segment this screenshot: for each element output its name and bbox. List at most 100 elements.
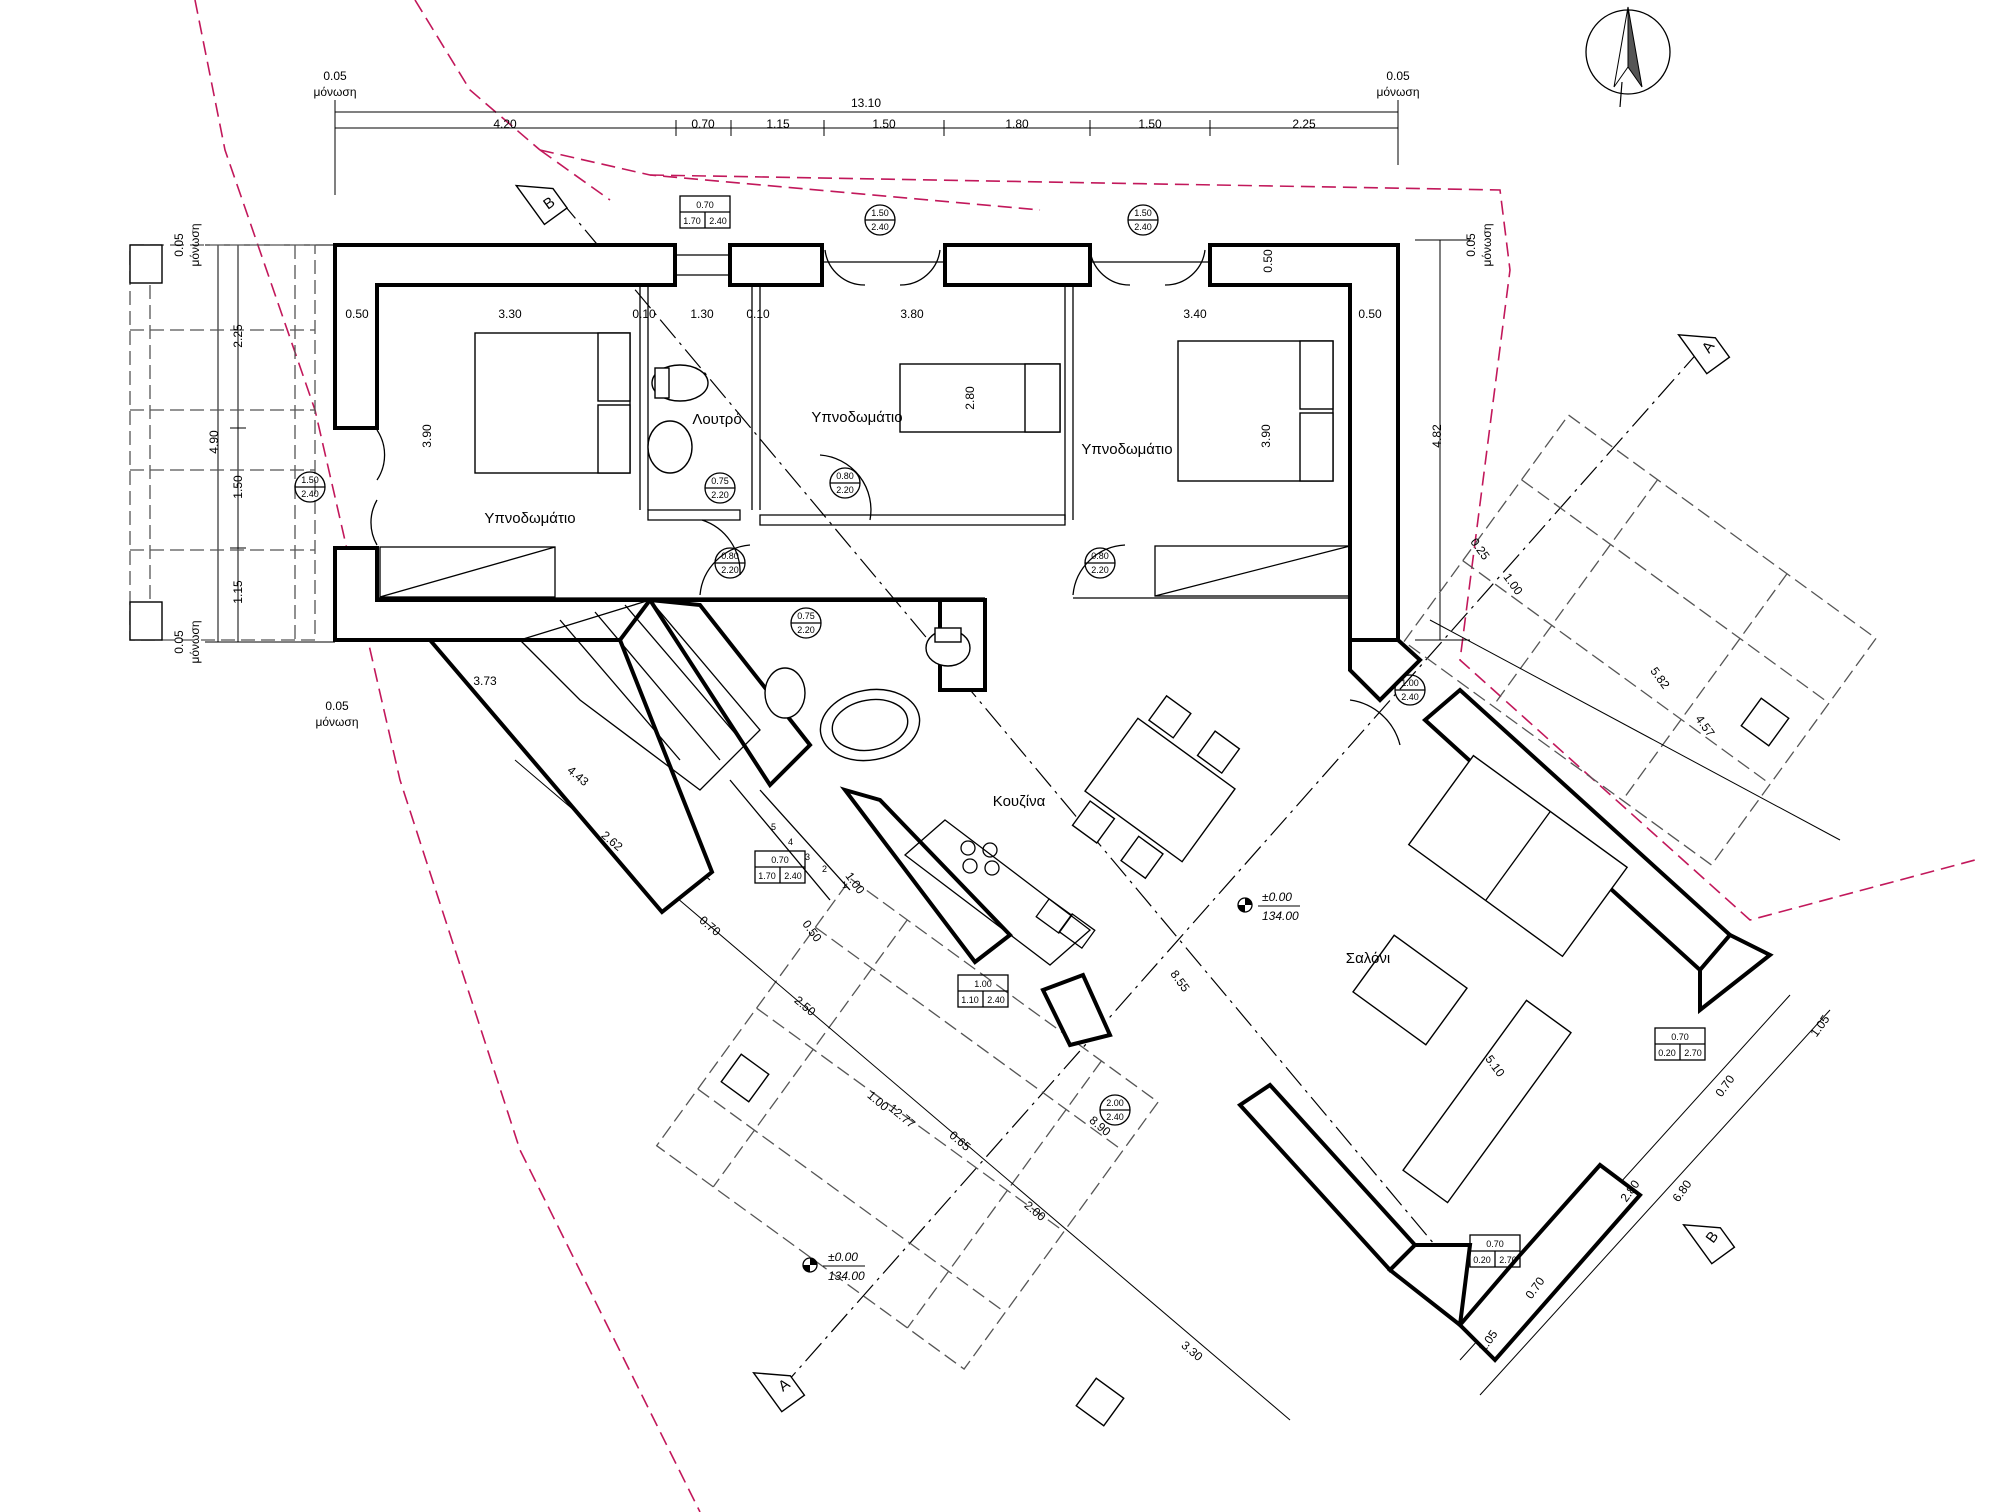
opening-tag-top: 1.00 [974, 979, 992, 989]
opening-tag-bottom: 2.20 [721, 565, 739, 575]
opening-tag-br: 2.70 [1684, 1048, 1702, 1058]
level-interior-abs: 134.00 [1262, 909, 1299, 923]
opening-tag-door-north-2: 1.50 2.40 [1127, 204, 1159, 236]
staircase [518, 599, 851, 901]
right-dimension-chain [1415, 239, 1470, 641]
level-marker-icon [1237, 897, 1300, 913]
dimension-text: 4.57 [1692, 712, 1717, 739]
insulation-value: 0.05 [323, 69, 347, 83]
dimension-text: 3.73 [473, 674, 497, 688]
opening-tag-bl: 1.70 [683, 216, 701, 226]
north-windows [675, 254, 1210, 276]
left-pergola [129, 244, 316, 641]
opening-tag-top: 0.70 [771, 855, 789, 865]
opening-tag-window-kitchen: 1.00 1.10 2.40 [957, 974, 1009, 1008]
dimension-text: 0.10 [632, 307, 656, 321]
room-label-kitchen: Κουζίνα [993, 793, 1046, 810]
opening-tag-window-living-2: 0.70 0.20 2.70 [1469, 1234, 1521, 1268]
stair-step-label: 2 [822, 864, 827, 874]
section-marker-b-north: B [514, 184, 569, 226]
dimension-text: 0.50 [799, 917, 824, 944]
dimension-text: 6.80 [1669, 1177, 1694, 1204]
opening-tag-window-stair: 0.70 1.70 2.40 [754, 850, 806, 884]
opening-tag-bottom: 2.40 [1134, 222, 1152, 232]
insulation-text: μόνωση [313, 85, 356, 99]
opening-tag-window-bath: 0.70 1.70 2.40 [679, 195, 731, 229]
stair-step-label: 4 [788, 837, 793, 847]
section-marker-a-east: A [1677, 333, 1731, 375]
opening-tag-bottom: 2.40 [301, 489, 319, 499]
opening-tag-bottom: 2.20 [1091, 565, 1109, 575]
dimension-text: 4.90 [207, 430, 221, 454]
dimension-text: 2.25 [231, 324, 245, 348]
compass-north-icon [1585, 6, 1671, 108]
dimension-text: 3.40 [1183, 307, 1207, 321]
dimension-text: 0.25 [1467, 535, 1492, 562]
dimension-text: 0.50 [1261, 249, 1275, 273]
opening-tag-door-east-bedroom: 0.80 2.20 [1084, 547, 1116, 579]
kitchen-counter [903, 819, 1096, 966]
opening-tag-bottom: 2.20 [711, 490, 729, 500]
insulation-value: 0.05 [1386, 69, 1410, 83]
stair-step-label: 1 [842, 880, 847, 890]
room-label-bedroom-middle: Υπνοδωμάτιο [811, 409, 902, 426]
opening-tag-bl: 1.10 [961, 995, 979, 1005]
insulation-text: μόνωση [315, 715, 358, 729]
pergola-column [1075, 1377, 1125, 1427]
coffee-table [1352, 934, 1468, 1046]
opening-tag-top: 2.00 [1106, 1098, 1124, 1108]
dimension-text: 3.80 [900, 307, 924, 321]
opening-tag-door-west-bedroom: 0.80 2.20 [714, 547, 746, 579]
dimension-text: 1.50 [1138, 117, 1162, 131]
dimension-text: 3.30 [1179, 1338, 1206, 1364]
dimension-text: 0.10 [746, 307, 770, 321]
level-interior-value: ±0.00 [1262, 890, 1292, 904]
opening-tag-bottom: 2.20 [797, 625, 815, 635]
house-walls [333, 243, 1774, 1363]
section-axis-lines [559, 199, 1701, 1391]
insulation-text: μόνωση [1376, 85, 1419, 99]
insulation-value: 0.05 [172, 630, 186, 654]
dimension-text: 3.30 [498, 307, 522, 321]
opening-tag-bl: 0.20 [1473, 1255, 1491, 1265]
bed-east [1177, 340, 1334, 482]
opening-tag-top: 0.70 [696, 200, 714, 210]
opening-tag-bl: 1.70 [758, 871, 776, 881]
dimension-text: 0.65 [947, 1128, 974, 1154]
wardrobe-east [1154, 545, 1351, 597]
dimension-text: 1.15 [231, 580, 245, 604]
opening-tag-top: 1.00 [1401, 678, 1419, 688]
insulation-label-right: 0.05 μόνωση [1464, 223, 1494, 266]
dimension-text: 1.05 [1807, 1012, 1832, 1039]
dimension-text: 1.15 [766, 117, 790, 131]
opening-tag-br: 2.40 [709, 216, 727, 226]
dimension-text: 1.80 [1005, 117, 1029, 131]
opening-tag-bottom: 2.40 [1401, 692, 1419, 702]
dimension-text: 0.70 [691, 117, 715, 131]
bed-middle [899, 363, 1061, 433]
opening-tag-bottom: 2.40 [871, 222, 889, 232]
opening-tag-top: 0.75 [711, 476, 729, 486]
opening-tag-br: 2.40 [784, 871, 802, 881]
opening-tag-bottom: 2.20 [836, 485, 854, 495]
insulation-label-top-right: 0.05 μόνωση [1376, 69, 1419, 99]
insulation-value: 0.05 [325, 699, 349, 713]
opening-tag-door-west: 1.50 2.40 [294, 471, 326, 503]
insulation-label-bottom-left: 0.05 μόνωση [315, 699, 358, 729]
opening-tag-top: 1.50 [301, 475, 319, 485]
dimension-total-width: 13.10 [851, 96, 881, 110]
opening-tag-top: 0.80 [836, 471, 854, 481]
opening-tag-br: 2.40 [987, 995, 1005, 1005]
wardrobe-west [379, 546, 556, 598]
east-pergola [1403, 414, 1877, 866]
dimension-text: 12.77 [886, 1101, 918, 1131]
opening-tag-bottom: 2.40 [1106, 1112, 1124, 1122]
opening-tag-entrance: 1.00 2.40 [1394, 674, 1426, 706]
opening-tag-door-middle: 0.80 2.20 [829, 467, 861, 499]
dimension-text: 4.20 [493, 117, 517, 131]
dimension-text: 0.70 [697, 913, 724, 939]
dining-table [1071, 694, 1241, 880]
opening-tag-top: 0.70 [1486, 1239, 1504, 1249]
stair-step-label: 5 [771, 822, 776, 832]
